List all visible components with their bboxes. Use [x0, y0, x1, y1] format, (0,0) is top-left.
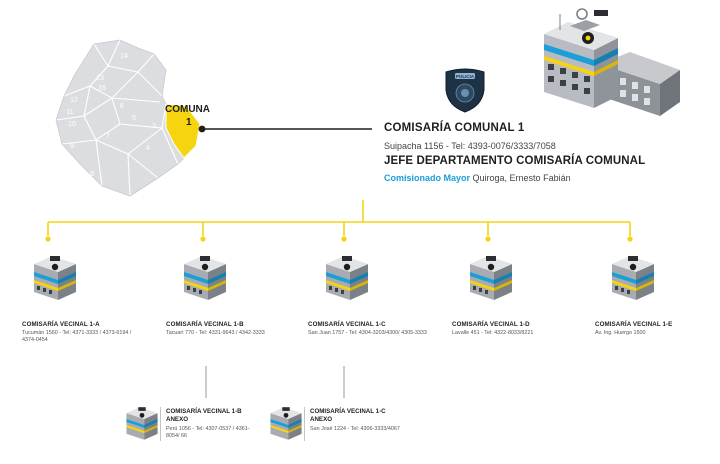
- station-title: COMISARÍA VECINAL 1-D: [452, 321, 530, 328]
- comuna-1-area: [165, 103, 201, 159]
- main-police-building-icon: [544, 8, 680, 116]
- chief-heading: JEFE DEPARTAMENTO COMISARÍA COMUNAL: [384, 155, 646, 167]
- annex-1b: COMISARÍA VECINAL 1-B ANEXO Perú 1056 - …: [166, 408, 276, 440]
- district-number: 14: [120, 53, 128, 60]
- annex-info: San José 1224 - Tel: 4306-3333/4067: [310, 426, 400, 432]
- comuna-number: 1: [186, 117, 192, 128]
- station-building-icon: [470, 256, 512, 300]
- annex-building-icon: [126, 407, 158, 440]
- annex-1c: COMISARÍA VECINAL 1-C ANEXO San José 122…: [310, 408, 450, 433]
- station-info: San Juan 1757 - Tel: 4304-3203/4300/ 430…: [308, 330, 427, 336]
- chief-line: Comisionado Mayor Quiroga, Ernesto Fabiá…: [384, 173, 571, 183]
- station-building-icon: [34, 256, 76, 300]
- chief-rank: Comisionado Mayor: [384, 173, 471, 183]
- district-number: 5: [132, 115, 136, 122]
- annex-subtitle: ANEXO: [166, 416, 189, 423]
- annex-title: COMISARÍA VECINAL 1-C: [310, 408, 386, 415]
- district-number: 10: [68, 121, 76, 128]
- station-building-icon: [326, 256, 368, 300]
- station-info: Av. Ing. Huergo 1500: [595, 330, 646, 336]
- station-title: COMISARÍA VECINAL 1-E: [595, 321, 673, 328]
- district-number: 9: [70, 143, 74, 150]
- district-number: 4: [146, 145, 150, 152]
- annex-divider: [160, 407, 161, 441]
- station-1a: COMISARÍA VECINAL 1-A Tucumán 1560 - Tel…: [22, 321, 152, 344]
- annex-building-icon: [270, 407, 302, 440]
- station-title: COMISARÍA VECINAL 1-B: [166, 321, 244, 328]
- station-info: Tacuarí 770 - Tel: 4331-9643 / 4342-3333: [166, 330, 265, 336]
- district-number: 13: [96, 75, 104, 82]
- station-building-icon: [184, 256, 226, 300]
- station-1d: COMISARÍA VECINAL 1-D Lavalle 451 - Tel:…: [452, 321, 582, 337]
- station-info: Lavalle 451 - Tel: 4322-8033/8221: [452, 330, 534, 336]
- comuna-label: COMUNA: [165, 104, 210, 115]
- main-station-address: Suipacha 1156 - Tel: 4393-0076/3333/7058: [384, 141, 556, 151]
- station-1c: COMISARÍA VECINAL 1-C San Juan 1757 - Te…: [308, 321, 448, 337]
- district-number: 8: [90, 171, 94, 178]
- annex-divider: [304, 407, 305, 441]
- svg-text:POLICIA: POLICIA: [456, 74, 475, 79]
- district-number: 3: [152, 123, 156, 130]
- police-badge-icon: POLICIA: [445, 68, 485, 113]
- district-numbers: 14 13 12 15 11 10 5 6 7 9 4 8 3: [66, 53, 156, 178]
- district-number: 12: [70, 97, 78, 104]
- comuna-marker-dot: [198, 125, 206, 133]
- station-1b: COMISARÍA VECINAL 1-B Tacuarí 770 - Tel:…: [166, 321, 286, 337]
- station-title: COMISARÍA VECINAL 1-A: [22, 321, 100, 328]
- station-building-icon: [612, 256, 654, 300]
- main-station-title: COMISARÍA COMUNAL 1: [384, 122, 525, 134]
- district-number: 7: [106, 133, 110, 140]
- chief-name: Quiroga, Ernesto Fabián: [472, 173, 571, 183]
- branch-drops: [45, 222, 633, 242]
- station-info: Tucumán 1560 - Tel: 4371-3333 / 4373-619…: [22, 330, 132, 343]
- district-number: 15: [98, 85, 106, 92]
- annex-subtitle: ANEXO: [310, 416, 333, 423]
- annex-title: COMISARÍA VECINAL 1-B: [166, 408, 242, 415]
- annex-info: Perú 1056 - Tel: 4307-0537 / 4361-8054/ …: [166, 426, 250, 439]
- district-number: 11: [66, 109, 73, 116]
- city-map: 14 13 12 15 11 10 5 6 7 9 4 8 3: [55, 39, 206, 197]
- district-number: 6: [120, 103, 124, 110]
- station-1e: COMISARÍA VECINAL 1-E Av. Ing. Huergo 15…: [595, 321, 715, 337]
- station-title: COMISARÍA VECINAL 1-C: [308, 321, 386, 328]
